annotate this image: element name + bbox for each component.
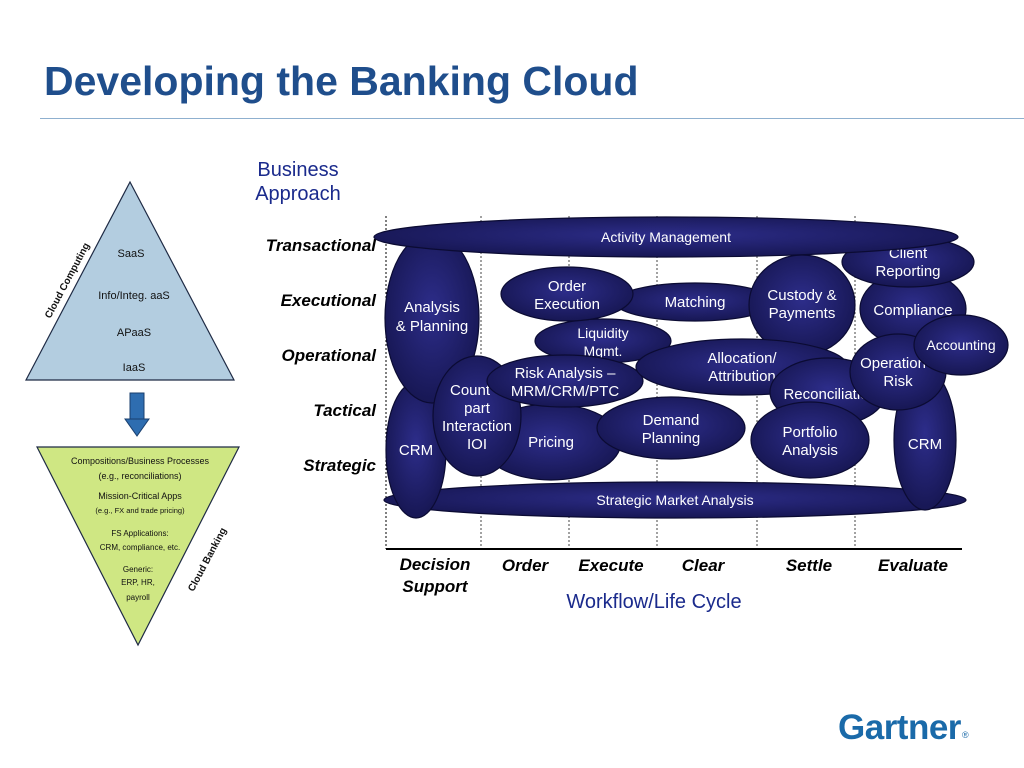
pyramid-down-shape (36, 446, 240, 647)
label-counterpart-2: part (464, 400, 491, 417)
label-crm-right: CRM (908, 436, 942, 453)
label-risk-analysis-1: Risk Analysis – (515, 365, 617, 382)
bubble-accounting: Accounting (913, 314, 1009, 376)
x-axis-title: Workflow/Life Cycle (566, 591, 741, 613)
label-operational-risk-1: Operation (860, 355, 926, 372)
label-order-execution-1: Order (548, 278, 586, 295)
x-axis: Decision Support Order Execute Clear Set… (400, 555, 948, 613)
label-custody-1: Custody & (767, 287, 836, 304)
cb-item-4-line-2: ERP, HR, (121, 578, 155, 587)
page-title: Developing the Banking Cloud (44, 58, 639, 104)
pyramid-up-shape (25, 180, 235, 381)
level-operational: Operational (282, 346, 378, 365)
cb-item-4-line-1: Generic: (123, 565, 153, 574)
stage-clear: Clear (682, 556, 726, 575)
label-activity-management: Activity Management (601, 229, 731, 245)
label-operational-risk-2: Risk (883, 373, 913, 390)
cb-item-2-line-2: (e.g., FX and trade pricing) (95, 506, 185, 515)
stage-evaluate: Evaluate (878, 556, 948, 575)
bubble-crm-left: CRM (385, 381, 447, 519)
label-liquidity-1: Liquidity (577, 325, 628, 341)
label-reconciliation: Reconciliatio (783, 386, 868, 403)
cb-item-3-line-2: CRM, compliance, etc. (100, 543, 180, 552)
label-analysis-planning-2: & Planning (396, 318, 469, 335)
label-pricing: Pricing (528, 434, 574, 451)
label-client-reporting-2: Reporting (875, 263, 940, 280)
cb-item-2-line-1: Mission-Critical Apps (98, 491, 182, 501)
y-axis: Business Approach Transactional Executio… (255, 159, 377, 475)
label-counterpart-3: Interaction (442, 418, 512, 435)
level-transactional: Transactional (266, 236, 378, 255)
level-tactical: Tactical (313, 401, 377, 420)
pyramid-layer-apaas: APaaS (117, 327, 151, 339)
stage-decision-line-2: Support (402, 577, 468, 596)
bubble-order-execution: Order Execution (500, 266, 634, 322)
label-counterpart-1: Count (450, 382, 491, 399)
bubble-liquidity-mgmt: Liquidity Mgmt. (534, 318, 672, 364)
stage-execute: Execute (578, 556, 643, 575)
bubbles: Strategic Market Analysis CRM Analysis &… (373, 216, 1009, 519)
gartner-logo: Gartner® (838, 708, 969, 748)
label-compliance: Compliance (873, 302, 952, 319)
level-strategic: Strategic (303, 456, 376, 475)
bubble-demand-planning: Demand Planning (596, 396, 746, 460)
down-arrow-icon (124, 392, 150, 437)
stage-order: Order (502, 556, 550, 575)
cloud-computing-pyramid: SaaS Info/Integ. aaS APaaS IaaS Cloud Co… (25, 180, 235, 381)
label-accounting: Accounting (926, 337, 995, 353)
label-demand-1: Demand (643, 412, 700, 429)
label-liquidity-2: Mgmt. (584, 343, 623, 359)
pyramid-layer-iaas: IaaS (123, 362, 146, 374)
label-custody-2: Payments (769, 305, 836, 322)
label-strategic-market-analysis: Strategic Market Analysis (596, 492, 753, 508)
cb-item-3-line-1: FS Applications: (111, 529, 168, 538)
title-rule (40, 118, 1024, 119)
bubble-activity-management: Activity Management (373, 216, 959, 258)
stage-settle: Settle (786, 556, 832, 575)
bubble-risk-analysis: Risk Analysis – MRM/CRM/PTC (486, 354, 644, 408)
label-matching: Matching (665, 294, 726, 311)
cb-item-4-line-3: payroll (126, 593, 150, 602)
level-executional: Executional (281, 291, 378, 310)
cloud-banking-pyramid: Compositions/Business Processes (e.g., r… (36, 446, 240, 647)
label-analysis-planning-1: Analysis (404, 299, 460, 316)
pyramid-layer-info-integ: Info/Integ. aaS (98, 290, 170, 302)
registered-mark: ® (961, 730, 969, 740)
y-axis-title-line-2: Approach (255, 183, 341, 205)
pyramid-layer-saas: SaaS (118, 248, 145, 260)
label-demand-2: Planning (642, 430, 700, 447)
cb-item-1-line-2: (e.g., reconciliations) (98, 471, 181, 481)
cb-item-1-line-1: Compositions/Business Processes (71, 456, 210, 466)
label-portfolio-2: Analysis (782, 442, 838, 459)
bubble-strategic-market-analysis: Strategic Market Analysis (383, 481, 967, 519)
label-order-execution-2: Execution (534, 296, 600, 313)
label-counterpart-4: IOI (467, 436, 487, 453)
bubble-portfolio-analysis: Portfolio Analysis (750, 401, 870, 479)
stage-decision-line-1: Decision (400, 555, 471, 574)
label-crm-left: CRM (399, 442, 433, 459)
label-portfolio-1: Portfolio (782, 424, 837, 441)
gartner-logo-text: Gartner (838, 708, 961, 747)
y-axis-title-line-1: Business (257, 159, 338, 181)
label-risk-analysis-2: MRM/CRM/PTC (511, 383, 619, 400)
label-allocation-1: Allocation/ (707, 350, 777, 367)
label-allocation-2: Attribution (708, 368, 776, 385)
